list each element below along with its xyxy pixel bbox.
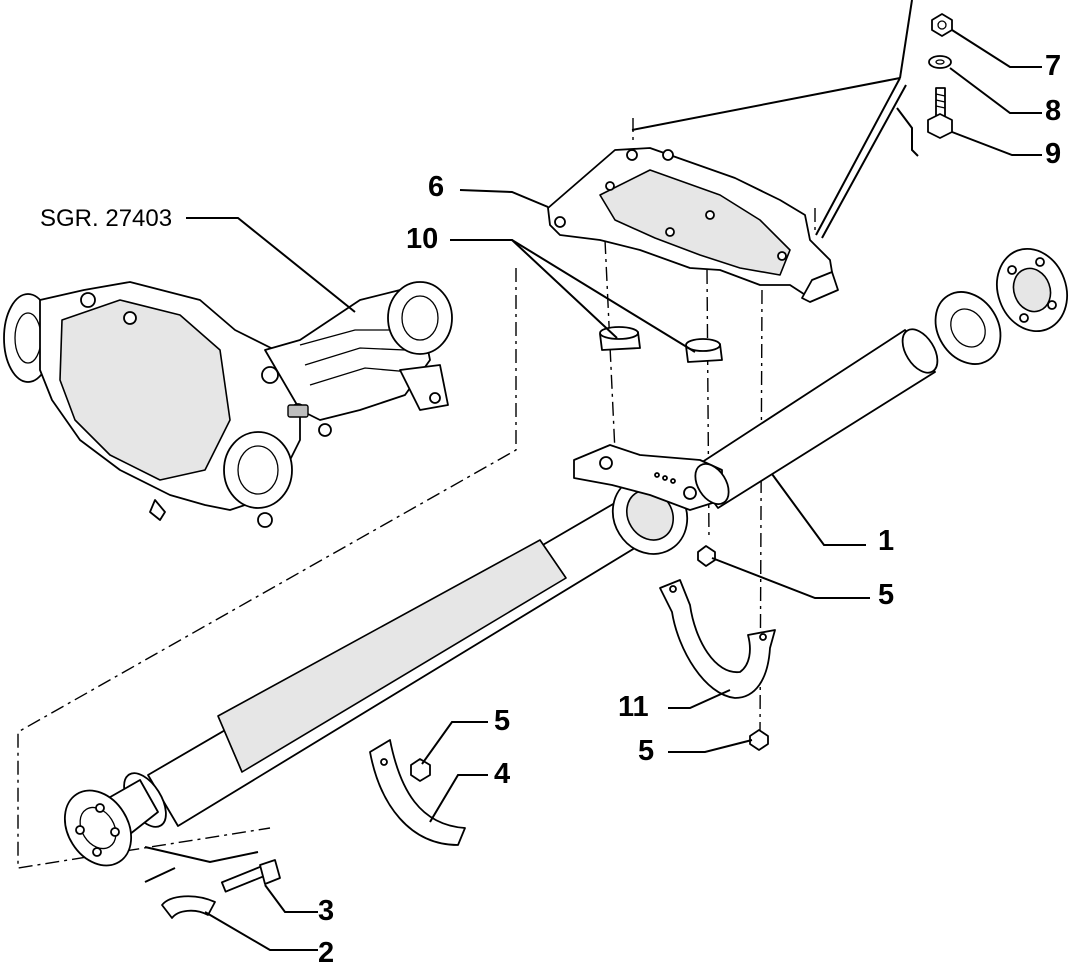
callout-3: 3 (318, 895, 334, 927)
heat-shield (369, 739, 466, 846)
propeller-shaft (63, 247, 1068, 867)
callout-2: 2 (318, 937, 334, 965)
callout-5-middle: 5 (494, 705, 510, 737)
callout-4: 4 (494, 758, 510, 790)
leader-lines (186, 29, 1042, 951)
bolt-and-clip (161, 859, 281, 919)
support-plate (547, 147, 839, 303)
callout-5-upper: 5 (878, 579, 894, 611)
callout-8: 8 (1045, 95, 1061, 127)
nuts-5 (410, 545, 769, 782)
callout-1: 1 (878, 525, 894, 557)
callout-5-lower: 5 (638, 735, 654, 767)
fasteners-top (927, 13, 953, 139)
callout-9: 9 (1045, 138, 1061, 170)
callout-10: 10 (406, 223, 438, 255)
callout-7: 7 (1045, 50, 1061, 82)
u-strap (659, 579, 776, 699)
callout-6: 6 (428, 171, 444, 203)
differential-housing (3, 281, 453, 528)
reference-label: SGR. 27403 (40, 205, 172, 232)
labels: SGR. 27403 1 2 3 4 5 5 5 6 7 8 9 10 11 (40, 50, 1061, 965)
callout-11: 11 (618, 691, 649, 723)
